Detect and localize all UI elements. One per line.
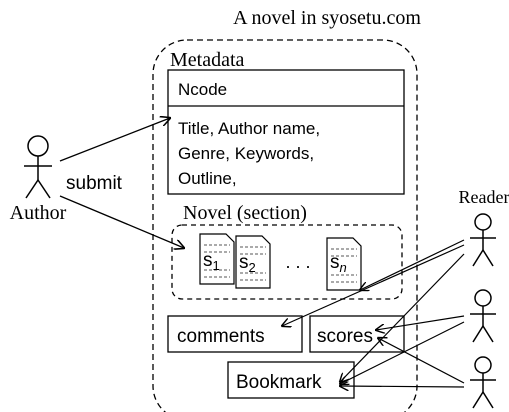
- author-figure-icon: [24, 135, 52, 199]
- reader-figure-2-icon: [470, 289, 496, 343]
- reader3-to-bookmark-arrow: [340, 386, 465, 387]
- bookmark-box: [227, 361, 355, 399]
- metadata-box: [167, 69, 405, 195]
- sections-container: [171, 224, 403, 300]
- bookmark-label: Bookmark: [236, 372, 322, 393]
- reader1-to-novel-arrow: [360, 239, 465, 290]
- section-document-s2: s2: [235, 235, 271, 289]
- metadata-field-line-2: Genre, Keywords,: [178, 144, 314, 163]
- reader-label: Reader: [459, 187, 509, 207]
- novel-container: [152, 39, 418, 412]
- section-ellipsis: . . .: [285, 252, 310, 272]
- section-s2-label: s2: [239, 252, 256, 275]
- metadata-label: Metadata: [170, 49, 245, 71]
- reader3-to-scores-arrow: [378, 338, 465, 384]
- comments-label: comments: [177, 326, 265, 347]
- submit-label: submit: [66, 173, 123, 194]
- section-s1-label: s1: [203, 250, 220, 273]
- section-sn-label: sn: [330, 252, 347, 275]
- ncode-field: Ncode: [178, 80, 227, 99]
- author-label: Author: [10, 202, 67, 224]
- section-document-s1: s1: [199, 233, 235, 285]
- section-document-sn: sn: [326, 237, 362, 291]
- reader2-to-bookmark-arrow: [340, 321, 465, 384]
- reader1-to-bookmark-arrow: [340, 253, 465, 382]
- novel-section-label: Novel (section): [183, 202, 307, 224]
- reader2-to-scores-arrow: [376, 315, 465, 330]
- author-to-metadata-arrow: [59, 118, 170, 162]
- scores-box: [309, 315, 405, 353]
- metadata-field-line-1: Title, Author name,: [178, 119, 320, 138]
- author-to-novel-arrow: [59, 195, 184, 248]
- reader-figure-3-icon: [470, 356, 496, 409]
- diagram-title: A novel in syosetu.com: [233, 7, 421, 29]
- reader1-to-comments-arrow: [282, 244, 465, 326]
- scores-label: scores: [317, 326, 373, 347]
- metadata-field-line-3: Outline,: [178, 169, 237, 188]
- reader-figure-1-icon: [470, 213, 496, 267]
